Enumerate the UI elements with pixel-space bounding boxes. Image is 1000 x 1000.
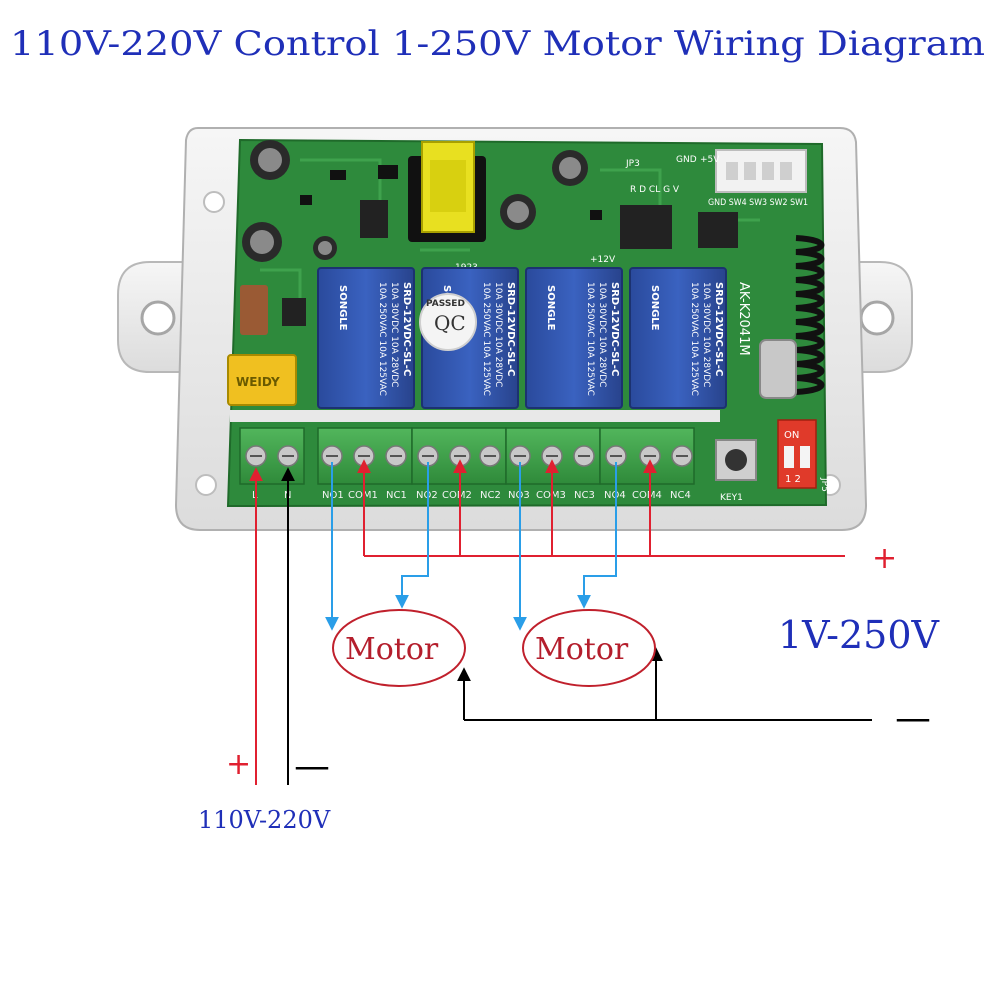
svg-text:QC: QC	[434, 311, 466, 335]
capacitor-4	[500, 194, 536, 230]
svg-text:10A 250VAC 10A 125VAC: 10A 250VAC 10A 125VAC	[377, 282, 387, 396]
motor-2: Motor	[522, 609, 656, 687]
screw-n	[277, 445, 299, 467]
varistor	[240, 285, 268, 335]
dip-switch: ON 1 2 JP5	[777, 419, 829, 492]
relay-1: SONGLE 10A 250VAC 10A 125VAC 10A 30VDC 1…	[317, 267, 415, 409]
control-minus-sign: —	[294, 746, 330, 787]
transformer	[408, 141, 486, 242]
svg-text:10A 250VAC 10A 125VAC: 10A 250VAC 10A 125VAC	[481, 282, 491, 396]
svg-text:SONGLE: SONGLE	[649, 285, 660, 331]
svg-text:10A 30VDC 10A 28VDC: 10A 30VDC 10A 28VDC	[701, 282, 711, 387]
svg-text:SRD-12VDC-SL-C: SRD-12VDC-SL-C	[505, 282, 516, 376]
terminal-label-no4: NO4	[604, 490, 626, 501]
motor-2-outline	[522, 609, 656, 687]
capacitor-3	[552, 150, 588, 186]
qc-sticker: QC PASSED	[419, 293, 477, 351]
svg-text:10A 30VDC 10A 28VDC: 10A 30VDC 10A 28VDC	[493, 282, 503, 387]
wiring	[249, 459, 872, 785]
capacitor-5	[313, 236, 337, 260]
load-minus-sign: —	[895, 698, 931, 739]
motor-1: Motor	[332, 609, 466, 687]
load-plus-sign: +	[872, 541, 897, 576]
svg-text:SRD-12VDC-SL-C: SRD-12VDC-SL-C	[401, 282, 412, 376]
relay-2: SONGLE 10A 250VAC 10A 125VAC 10A 30VDC 1…	[419, 267, 519, 409]
svg-text:SONGLE: SONGLE	[337, 285, 348, 331]
mount-hole-right	[859, 300, 895, 336]
silk-key: KEY1	[720, 493, 743, 503]
capacitor-2	[242, 222, 282, 262]
terminal-label-nc4: NC4	[670, 490, 691, 501]
dip-on-label: ON	[784, 430, 799, 441]
wire-no2-to-motor1	[395, 462, 429, 609]
motor-1-label: Motor	[345, 632, 439, 667]
control-voltage-label: 110V-220V	[198, 806, 331, 834]
wire-plus-bus	[357, 459, 845, 557]
svg-text:SONGLE: SONGLE	[545, 285, 556, 331]
svg-text:10A 30VDC 10A 28VDC: 10A 30VDC 10A 28VDC	[597, 282, 607, 387]
terminal-label-no3: NO3	[508, 490, 530, 501]
load-voltage-label: 1V-250V	[778, 613, 940, 657]
ic-chip-2	[698, 212, 738, 248]
screw-nc3	[573, 445, 595, 467]
silk-header: R D CL G V	[630, 185, 680, 195]
svg-text:PASSED: PASSED	[426, 299, 465, 309]
terminal-label-com4: COM4	[632, 490, 662, 501]
motor-1-outline	[332, 609, 466, 687]
ic-chip-3	[360, 200, 388, 238]
screw-nc2	[479, 445, 501, 467]
screw-no1	[321, 445, 343, 467]
mount-hole-left	[140, 300, 176, 336]
silk-sw: GND SW4 SW3 SW2 SW1	[708, 198, 808, 208]
wire-minus-bus	[457, 647, 872, 721]
terminal-label-com2: COM2	[442, 490, 472, 501]
case-screw-bl	[195, 474, 217, 496]
dip-nums: 1 2	[785, 474, 801, 485]
silk-5v: +5V	[700, 155, 720, 165]
svg-text:10A 250VAC 10A 125VAC: 10A 250VAC 10A 125VAC	[689, 282, 699, 396]
svg-text:SRD-12VDC-SL-C: SRD-12VDC-SL-C	[609, 282, 620, 376]
relay-4: SONGLE 10A 250VAC 10A 125VAC 10A 30VDC 1…	[629, 267, 727, 409]
diagram-title: 110V-220V Control 1-250V Motor Wiring Di…	[10, 24, 985, 64]
key-button: KEY1	[715, 439, 757, 503]
capacitor-1	[250, 140, 290, 180]
silk-gnd: GND	[676, 155, 697, 165]
terminal-label-nc1: NC1	[386, 490, 407, 501]
screw-nc1	[385, 445, 407, 467]
relay-3: SONGLE 10A 250VAC 10A 125VAC 10A 30VDC 1…	[525, 267, 623, 409]
terminal-label-nc2: NC2	[480, 490, 501, 501]
silk-jp5: JP5	[819, 477, 829, 492]
svg-text:10A 30VDC 10A 28VDC: 10A 30VDC 10A 28VDC	[389, 282, 399, 387]
board-model: AK-K2041M	[736, 282, 751, 356]
screw-no3	[509, 445, 531, 467]
control-plus-sign: +	[226, 747, 251, 782]
wire-no4-to-motor2	[577, 462, 617, 609]
fuse-block: WEIDY	[227, 354, 297, 406]
silk-12v: +12V	[590, 255, 616, 265]
ic-chip-4	[282, 298, 306, 326]
screw-nc4	[671, 445, 693, 467]
silk-jp3: JP3	[625, 159, 640, 169]
terminal-label-no2: NO2	[416, 490, 438, 501]
pcb-board: WEIDY JP3 GND +5V R D CL G V GND SW4 SW3…	[226, 138, 829, 508]
antenna-coil	[795, 235, 825, 395]
screw-l	[245, 445, 267, 467]
header-connector	[715, 149, 807, 193]
rf-crystal	[759, 339, 797, 399]
svg-text:WEIDY: WEIDY	[236, 375, 280, 389]
terminal-label-com1: COM1	[348, 490, 378, 501]
terminal-label-nc3: NC3	[574, 490, 595, 501]
motor-2-label: Motor	[535, 632, 629, 667]
ic-chip-1	[620, 205, 672, 249]
terminal-label-com3: COM3	[536, 490, 566, 501]
case-screw-tl	[203, 191, 225, 213]
svg-text:10A 250VAC 10A 125VAC: 10A 250VAC 10A 125VAC	[585, 282, 595, 396]
svg-text:SRD-12VDC-SL-C: SRD-12VDC-SL-C	[713, 282, 724, 376]
